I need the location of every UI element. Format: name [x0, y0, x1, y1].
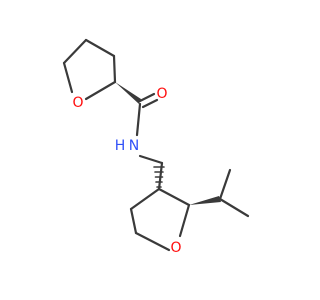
bond-ring2-c4-c3: [129, 187, 161, 211]
bond-ring1-c1-c2: [62, 38, 88, 65]
bond-ring1-o-c1: [62, 61, 74, 94]
wedge-bond-ring1-carbonyl: [115, 82, 141, 104]
bond-ring2-o-c5: [134, 231, 171, 252]
atom-label-ring-oxygen-upper: O: [72, 95, 83, 111]
molecule-canvas: O O N H O: [62, 38, 250, 256]
isopropyl-group: [218, 168, 250, 218]
bond-ring1-c3-c4: [112, 54, 117, 84]
bond-ring2-c3-c2: [157, 187, 191, 207]
bond-n-ch2: [138, 154, 164, 165]
bond-ring2-c2-o: [178, 203, 191, 238]
atom-label-amide-hydrogen: H: [115, 138, 126, 154]
bond-ring1-c4-o: [84, 80, 117, 101]
thf-ring-upper: [62, 38, 117, 101]
bond-isopropyl-lower: [218, 197, 250, 218]
bond-isopropyl-upper: [218, 168, 232, 201]
hashed-wedge-ch2-ring2: [153, 166, 165, 188]
atom-label-carbonyl-oxygen: O: [156, 86, 167, 102]
atom-label-amide-nitrogen: N: [129, 138, 139, 154]
molecule-structure: O O N H O: [62, 38, 250, 256]
thf-ring-lower: [129, 187, 191, 252]
atom-label-ring-oxygen-lower: O: [170, 240, 181, 256]
bond-carbonyl-double-a: [138, 92, 156, 103]
wedge-bond-ring2-isopropyl: [189, 196, 221, 205]
bond-carbonyl-double-b: [141, 98, 159, 109]
bond-carbonyl-n: [135, 102, 142, 137]
bond-ring1-c2-c3: [84, 38, 116, 58]
bond-ring2-c5-c4: [129, 207, 138, 235]
